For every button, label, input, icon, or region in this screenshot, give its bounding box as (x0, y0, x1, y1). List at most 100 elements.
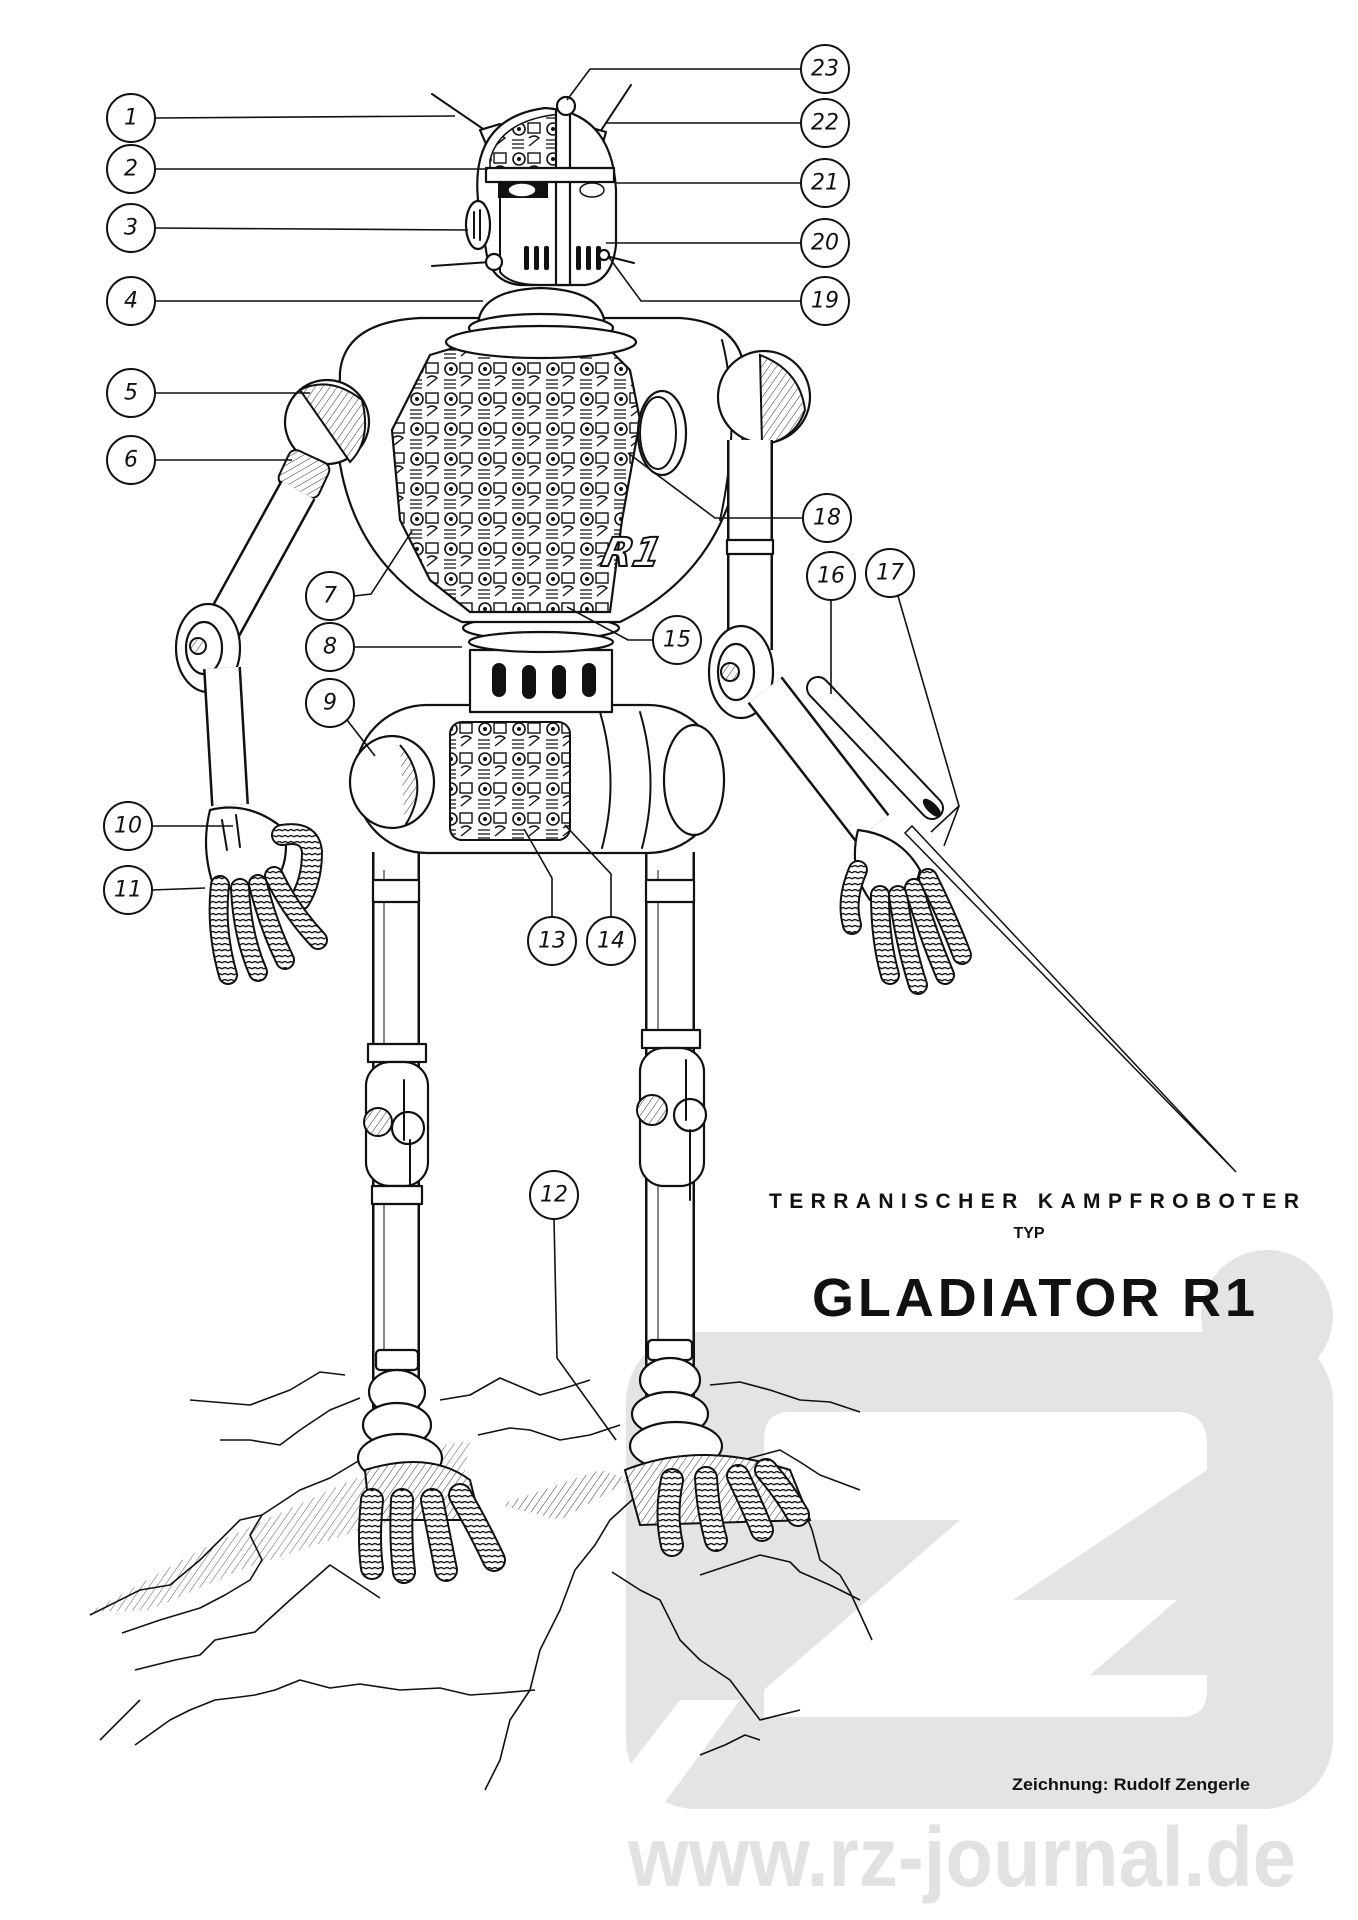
callout-number: 18 (813, 506, 841, 531)
left-leg (356, 852, 506, 1584)
torso: R1 (336, 316, 747, 624)
callout-number: 6 (124, 448, 138, 473)
callout-number: 19 (811, 289, 839, 314)
callout-23: 23 (566, 44, 850, 101)
crack (699, 1554, 861, 1601)
crack (611, 1571, 801, 1721)
callout-number: 21 (811, 171, 839, 196)
sword-blade (903, 824, 1237, 1173)
crack (134, 1679, 536, 1746)
callout-number: 2 (124, 157, 138, 182)
crack (477, 1424, 621, 1441)
left-arm (174, 449, 331, 985)
callout-number: 11 (114, 878, 142, 903)
callout-number: 3 (124, 216, 138, 241)
callout-number: 1 (124, 106, 138, 131)
right-leg (623, 852, 812, 1557)
callout-number: 5 (124, 381, 138, 406)
mouth-grille (524, 246, 601, 270)
callout-19: 19 (607, 255, 850, 326)
callout-number: 12 (540, 1183, 568, 1208)
side-spike-right (605, 255, 635, 264)
callout-number: 10 (114, 814, 142, 839)
robot-name: GLADIATOR R1 (812, 1268, 1255, 1328)
forearm-gun-barrel (806, 676, 944, 820)
callout-16: 16 (806, 551, 856, 694)
crack (89, 1439, 421, 1616)
crack (189, 1371, 346, 1406)
watermark-logo: www.rz-journal.de (626, 1250, 1333, 1904)
callout-11: 11 (103, 865, 206, 915)
callout-15: 15 (566, 606, 702, 665)
callout-1: 1 (106, 93, 456, 143)
waist (461, 614, 621, 714)
callout-8: 8 (305, 622, 462, 672)
pelvis (348, 703, 726, 855)
callout-13: 13 (523, 828, 577, 966)
crack (99, 1699, 141, 1741)
chest-window (636, 389, 688, 477)
crack (799, 1499, 873, 1641)
crack (220, 1397, 361, 1446)
logo-dot (1201, 1250, 1333, 1382)
callout-10: 10 (103, 801, 233, 851)
head-lamp (555, 95, 577, 117)
side-spike-left (431, 261, 491, 267)
title-block: TERRANISCHER KAMPFROBOTER TYP GLADIATOR … (769, 1190, 1299, 1328)
callout-4: 4 (106, 276, 483, 326)
ear-disc (464, 199, 492, 251)
callout-22: 22 (605, 98, 850, 148)
callouts: 1 2 3 4 5 6 7 8 9 10 11 12 13 14 15 16 1… (103, 44, 960, 1441)
visor-band (484, 166, 616, 184)
crack (121, 1514, 263, 1634)
callout-number: 16 (817, 564, 845, 589)
callout-18: 18 (627, 452, 852, 543)
callout-20: 20 (606, 218, 850, 268)
ground-shadow (500, 1470, 630, 1520)
torso-marking: R1 (598, 528, 667, 575)
callout-number: 8 (323, 635, 337, 660)
eye-right (579, 182, 605, 198)
pelvis-cutaway (449, 721, 571, 841)
callout-3: 3 (106, 203, 469, 253)
helmet-circuitry (489, 113, 561, 169)
left-foot (358, 1461, 506, 1584)
crack (484, 1479, 651, 1791)
drawing-credit: Zeichnung: Rudolf Zengerle (1012, 1775, 1250, 1794)
callout-17: 17 (865, 548, 960, 847)
title-line-1: TERRANISCHER KAMPFROBOTER (769, 1190, 1299, 1213)
title-line-2: TYP (1013, 1225, 1044, 1242)
right-hand (839, 828, 972, 995)
callout-2: 2 (106, 144, 488, 194)
callout-5: 5 (106, 368, 310, 418)
callout-21: 21 (616, 158, 850, 208)
neck (444, 286, 638, 360)
callout-9: 9 (305, 678, 376, 757)
head (431, 84, 635, 287)
antenna-left (431, 93, 493, 136)
left-hand (204, 806, 328, 985)
callout-number: 14 (597, 929, 625, 954)
right-hip-sphere (662, 723, 726, 837)
crack (699, 1734, 761, 1756)
callout-6: 6 (106, 435, 292, 485)
callout-14: 14 (564, 824, 636, 966)
callout-12: 12 (529, 1170, 617, 1441)
callout-number: 4 (124, 289, 138, 314)
antenna-right (597, 84, 632, 136)
logo-letter-z (764, 1412, 1207, 1717)
callout-7: 7 (305, 530, 413, 621)
crack (709, 1381, 861, 1413)
callout-number: 7 (323, 584, 337, 609)
right-foot (623, 1454, 812, 1557)
callout-number: 23 (811, 57, 839, 82)
right-arm (707, 440, 1237, 1173)
logo-diagonal-cut (626, 1700, 740, 1809)
callout-number: 15 (663, 628, 691, 653)
eye-left (507, 182, 537, 198)
crack (439, 1377, 591, 1401)
watermark-url: www.rz-journal.de (627, 1810, 1296, 1904)
callout-number: 9 (323, 691, 337, 716)
callout-number: 13 (538, 929, 566, 954)
